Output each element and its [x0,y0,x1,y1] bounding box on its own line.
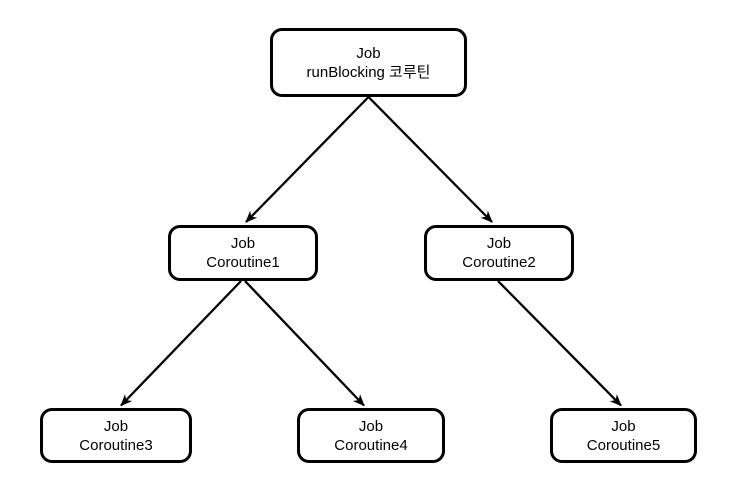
edge-coroutine1-to-coroutine4 [244,280,365,407]
node-job-runblocking: Job runBlocking 코루틴 [270,28,467,97]
edge-root-to-coroutine1 [245,96,370,223]
node-subtitle: Coroutine1 [206,254,280,271]
node-title: Job [356,44,381,62]
node-subtitle: Coroutine5 [586,436,661,454]
edge-coroutine1-to-coroutine3 [120,280,242,407]
node-job-coroutine4: Job Coroutine4 [297,408,445,463]
node-subtitle: Coroutine2 [462,254,536,271]
node-title: Job [486,235,512,252]
node-job-coroutine5: Job Coroutine5 [550,408,697,463]
node-subtitle: runBlocking 코루틴 [306,63,431,81]
node-subtitle: Coroutine4 [334,436,408,454]
node-job-coroutine1: Job Coroutine1 [168,225,318,281]
node-title: Job [230,235,256,252]
node-job-coroutine3: Job Coroutine3 [40,408,192,463]
node-title: Job [611,417,636,435]
node-job-coroutine2: Job Coroutine2 [424,225,574,281]
node-subtitle: Coroutine3 [79,436,153,454]
node-title: Job [103,417,129,435]
node-title: Job [358,417,384,435]
edge-root-to-coroutine2 [367,96,493,223]
edge-coroutine2-to-coroutine5 [497,280,622,407]
